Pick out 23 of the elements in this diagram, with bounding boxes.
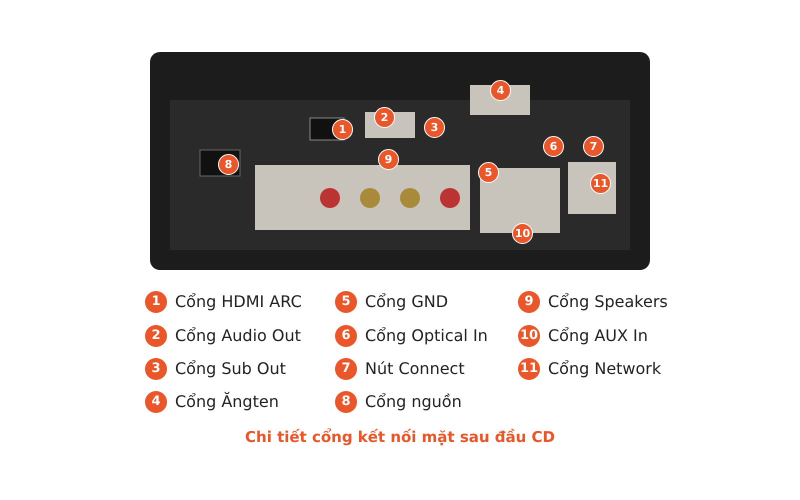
port-description: Cổng HDMI ARC <box>175 291 302 313</box>
callout-number: 4 <box>145 391 167 413</box>
port-description: Cổng Network <box>548 358 662 380</box>
callout-number: 6 <box>335 325 357 347</box>
port-description: Cổng Sub Out <box>175 358 286 380</box>
callout-number: 11 <box>518 358 540 380</box>
callout-number: 10 <box>518 325 540 347</box>
callout-number: 9 <box>518 291 540 313</box>
port-description: Cổng Speakers <box>548 291 668 313</box>
port-description: Cổng nguồn <box>365 391 462 413</box>
port-description: Cổng GND <box>365 291 448 313</box>
callout-number: 5 <box>335 291 357 313</box>
callout-number: 1 <box>145 291 167 313</box>
port-description: Cổng Ăngten <box>175 391 279 413</box>
callout-number: 8 <box>335 391 357 413</box>
callout-number: 7 <box>335 358 357 380</box>
port-description: Cổng Optical In <box>365 325 488 347</box>
callout-number: 3 <box>145 358 167 380</box>
callout-number: 2 <box>145 325 167 347</box>
caption: Chi tiết cổng kết nối mặt sau đầu CD <box>244 428 556 446</box>
port-description: Cổng AUX In <box>548 325 648 347</box>
port-description: Cổng Audio Out <box>175 325 301 347</box>
port-description: Nút Connect <box>365 358 465 380</box>
